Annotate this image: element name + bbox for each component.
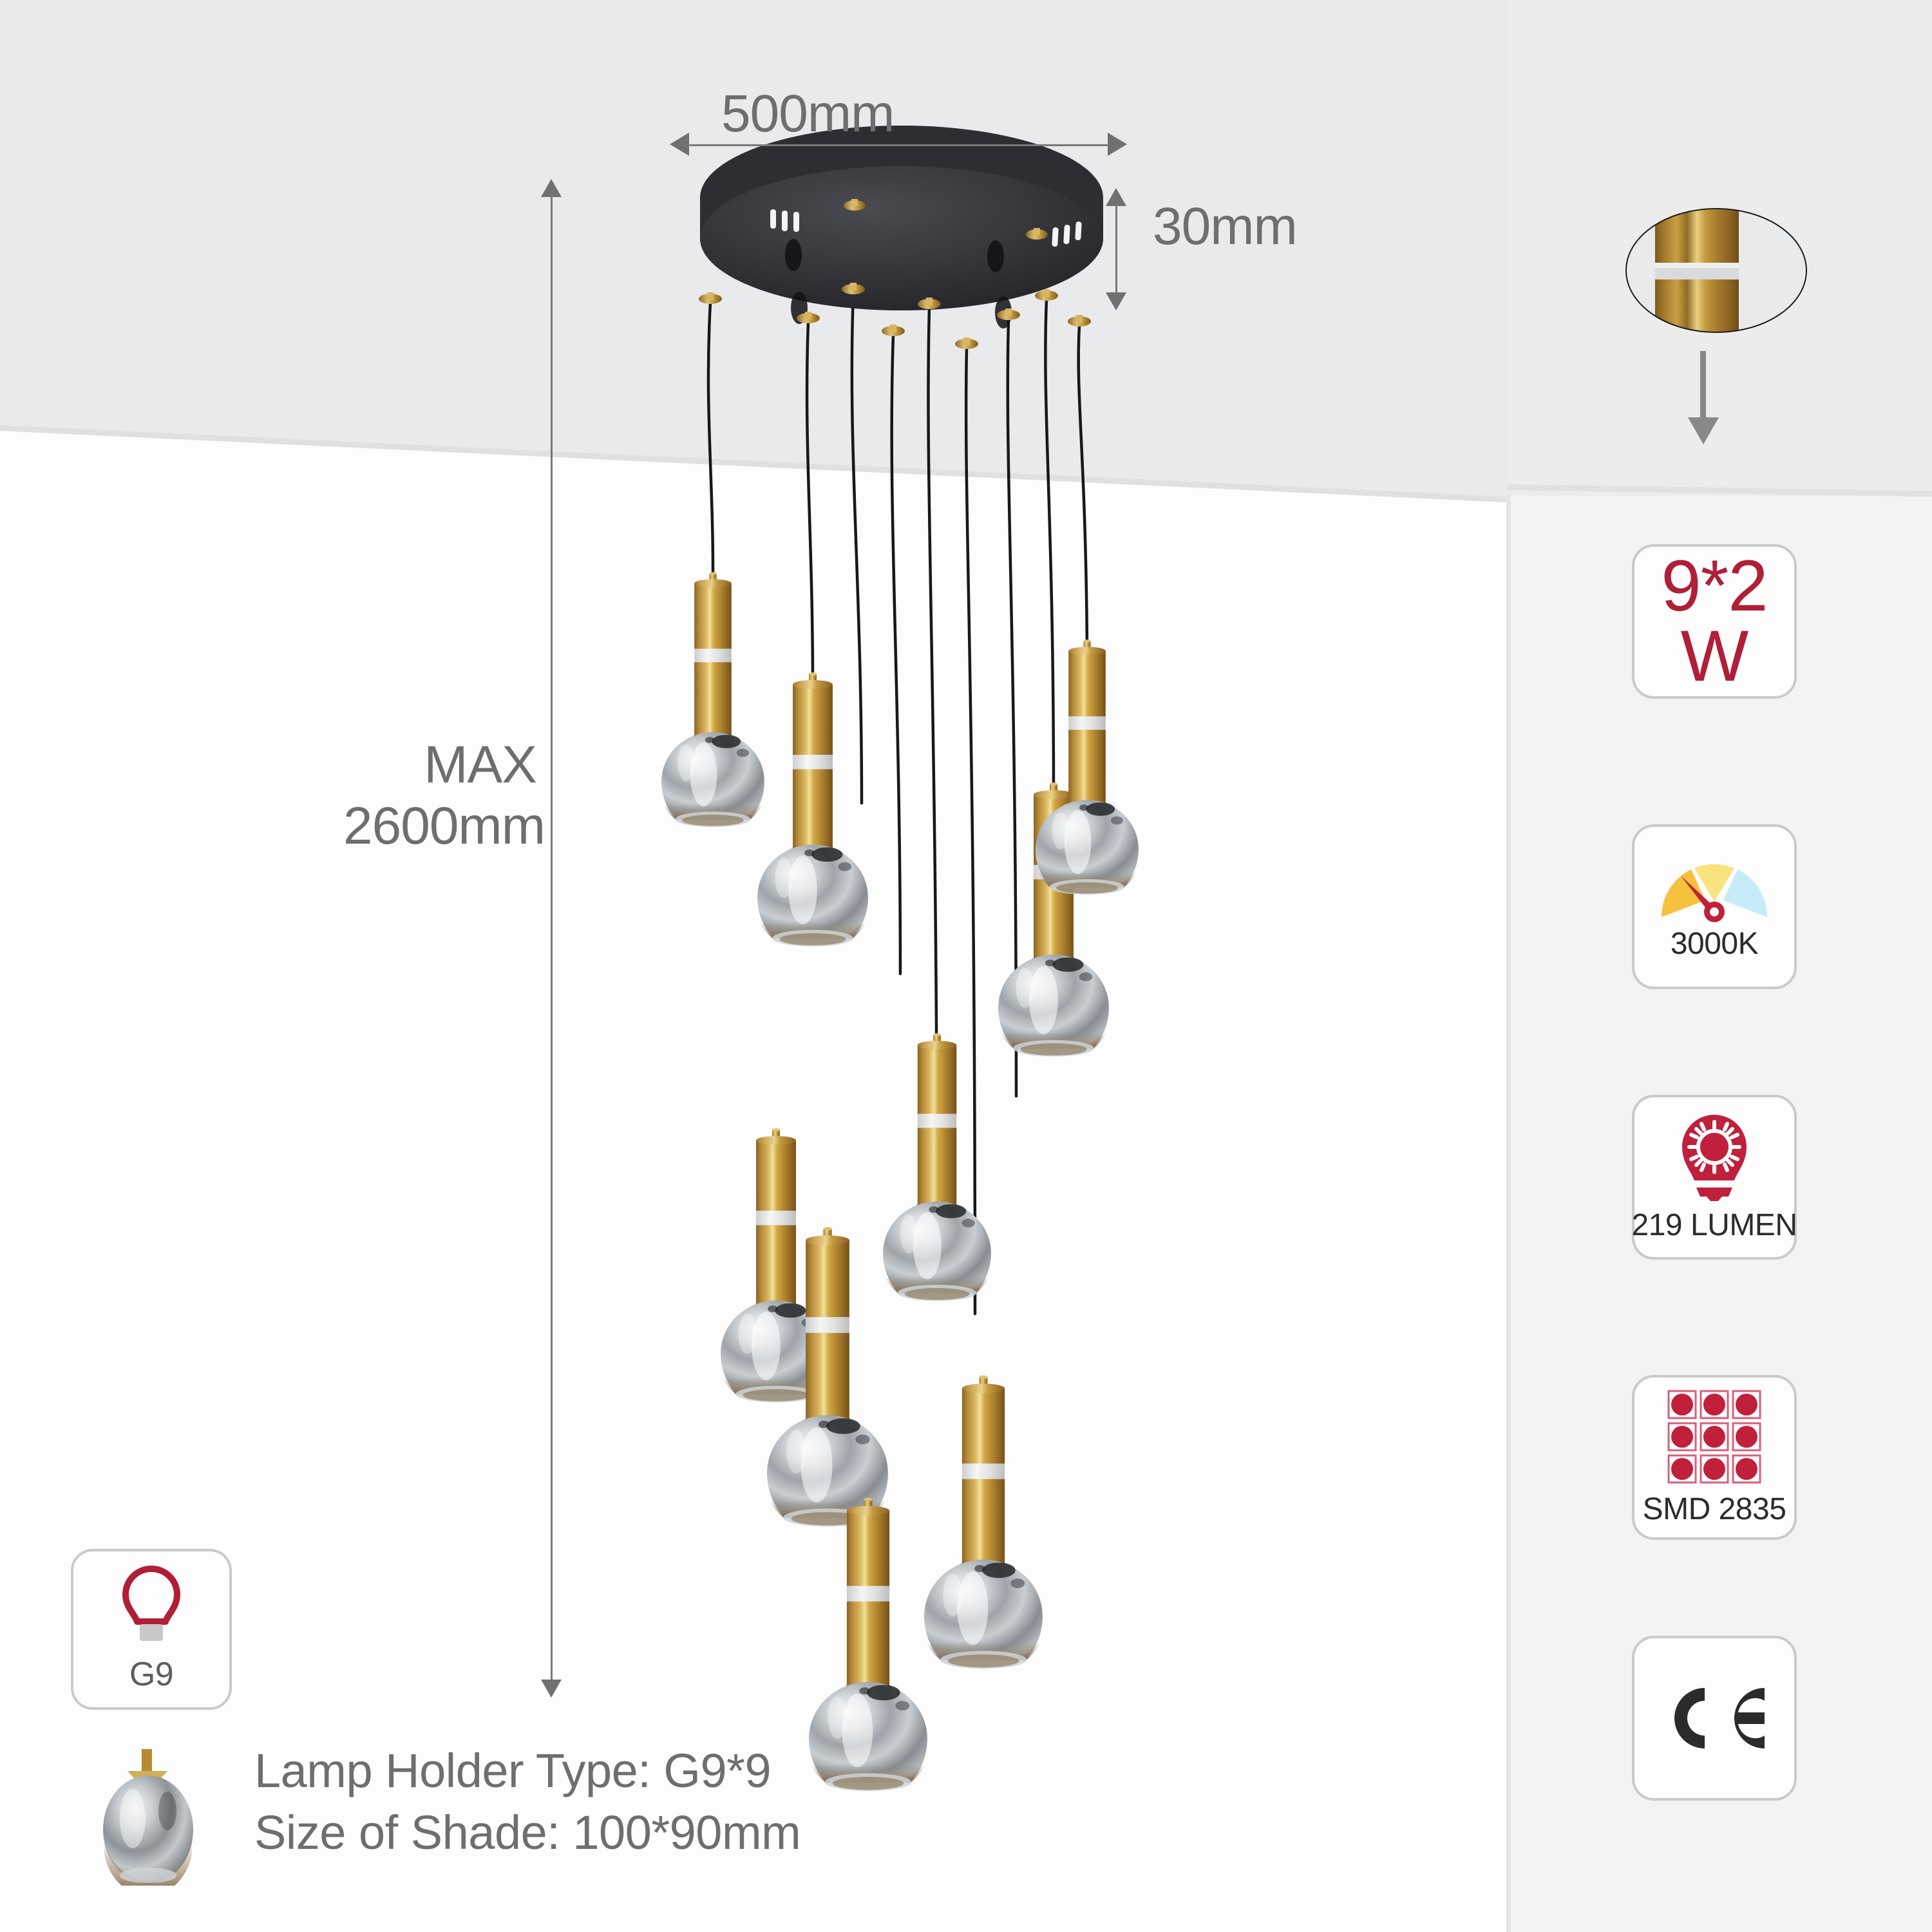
wattage-line2: W bbox=[1680, 616, 1749, 696]
badge-smd: SMD 2835 bbox=[1632, 1375, 1797, 1540]
smd-label: SMD 2835 bbox=[1642, 1492, 1786, 1526]
pendant-lamp-group bbox=[661, 572, 1139, 1792]
wall-left-plane bbox=[0, 426, 1510, 1932]
lumen-label: 219 LUMEN bbox=[1631, 1208, 1797, 1242]
canopy-height-label: 30mm bbox=[1153, 197, 1298, 256]
bulb-outline-icon bbox=[122, 1566, 180, 1641]
badge-lamp-base: G9 bbox=[71, 1549, 232, 1710]
pendant-lamp bbox=[924, 1375, 1043, 1669]
canopy-diameter-dimension-line bbox=[670, 133, 1127, 156]
callout-down-arrow-icon bbox=[1688, 351, 1719, 444]
color-temperature-gauge-icon bbox=[1661, 864, 1768, 922]
arrow-up-icon bbox=[1106, 188, 1126, 206]
lamp-holder-type-line: Lamp Holder Type: G9*9 bbox=[254, 1744, 772, 1797]
lamp-base-label: G9 bbox=[129, 1656, 174, 1693]
max-drop-dimension-line bbox=[541, 179, 562, 1698]
color-temperature-label: 3000K bbox=[1670, 926, 1759, 961]
magnified-gold-rod-icon bbox=[1626, 209, 1806, 332]
badge-color-temperature: 3000K bbox=[1632, 824, 1797, 989]
dimension-bar bbox=[551, 194, 553, 1682]
badge-lumen: 219 LUMEN bbox=[1632, 1095, 1797, 1260]
rod-joint-detail-callout bbox=[1625, 208, 1807, 333]
pendant-lamp bbox=[757, 672, 868, 947]
ce-mark-icon bbox=[1674, 1688, 1765, 1748]
pendant-lamp bbox=[1036, 639, 1139, 895]
spec-text-block: Lamp Holder Type: G9*9 Size of Shade: 10… bbox=[254, 1740, 1027, 1864]
dimension-bar bbox=[687, 144, 1110, 146]
shade-size-line: Size of Shade: 100*90mm bbox=[254, 1806, 801, 1860]
arrow-down-icon bbox=[541, 1680, 562, 1698]
badge-wattage: 9*2 W bbox=[1632, 544, 1797, 699]
max-drop-label: MAX 2600mm bbox=[343, 734, 545, 857]
arrow-right-icon bbox=[1108, 133, 1127, 156]
arrow-left-icon bbox=[670, 133, 689, 156]
wattage-line1: 9*2 bbox=[1661, 545, 1768, 627]
light-bulb-sun-icon bbox=[1682, 1114, 1747, 1201]
badge-ce bbox=[1632, 1636, 1797, 1801]
ceiling-canopy bbox=[699, 126, 1103, 349]
canopy-height-dimension-line bbox=[1106, 188, 1126, 310]
canopy-diameter-label: 500mm bbox=[721, 84, 895, 143]
max-drop-value: 2600mm bbox=[343, 797, 545, 856]
max-drop-prefix: MAX bbox=[424, 735, 537, 794]
led-chip-grid-icon bbox=[1667, 1390, 1761, 1483]
arrow-up-icon bbox=[541, 179, 562, 197]
room-corner-line bbox=[1506, 493, 1511, 1932]
pendant-lamp bbox=[661, 572, 764, 828]
dimension-bar bbox=[1115, 204, 1117, 295]
arrow-down-icon bbox=[1106, 292, 1126, 310]
shade-thumbnail bbox=[103, 1749, 193, 1886]
